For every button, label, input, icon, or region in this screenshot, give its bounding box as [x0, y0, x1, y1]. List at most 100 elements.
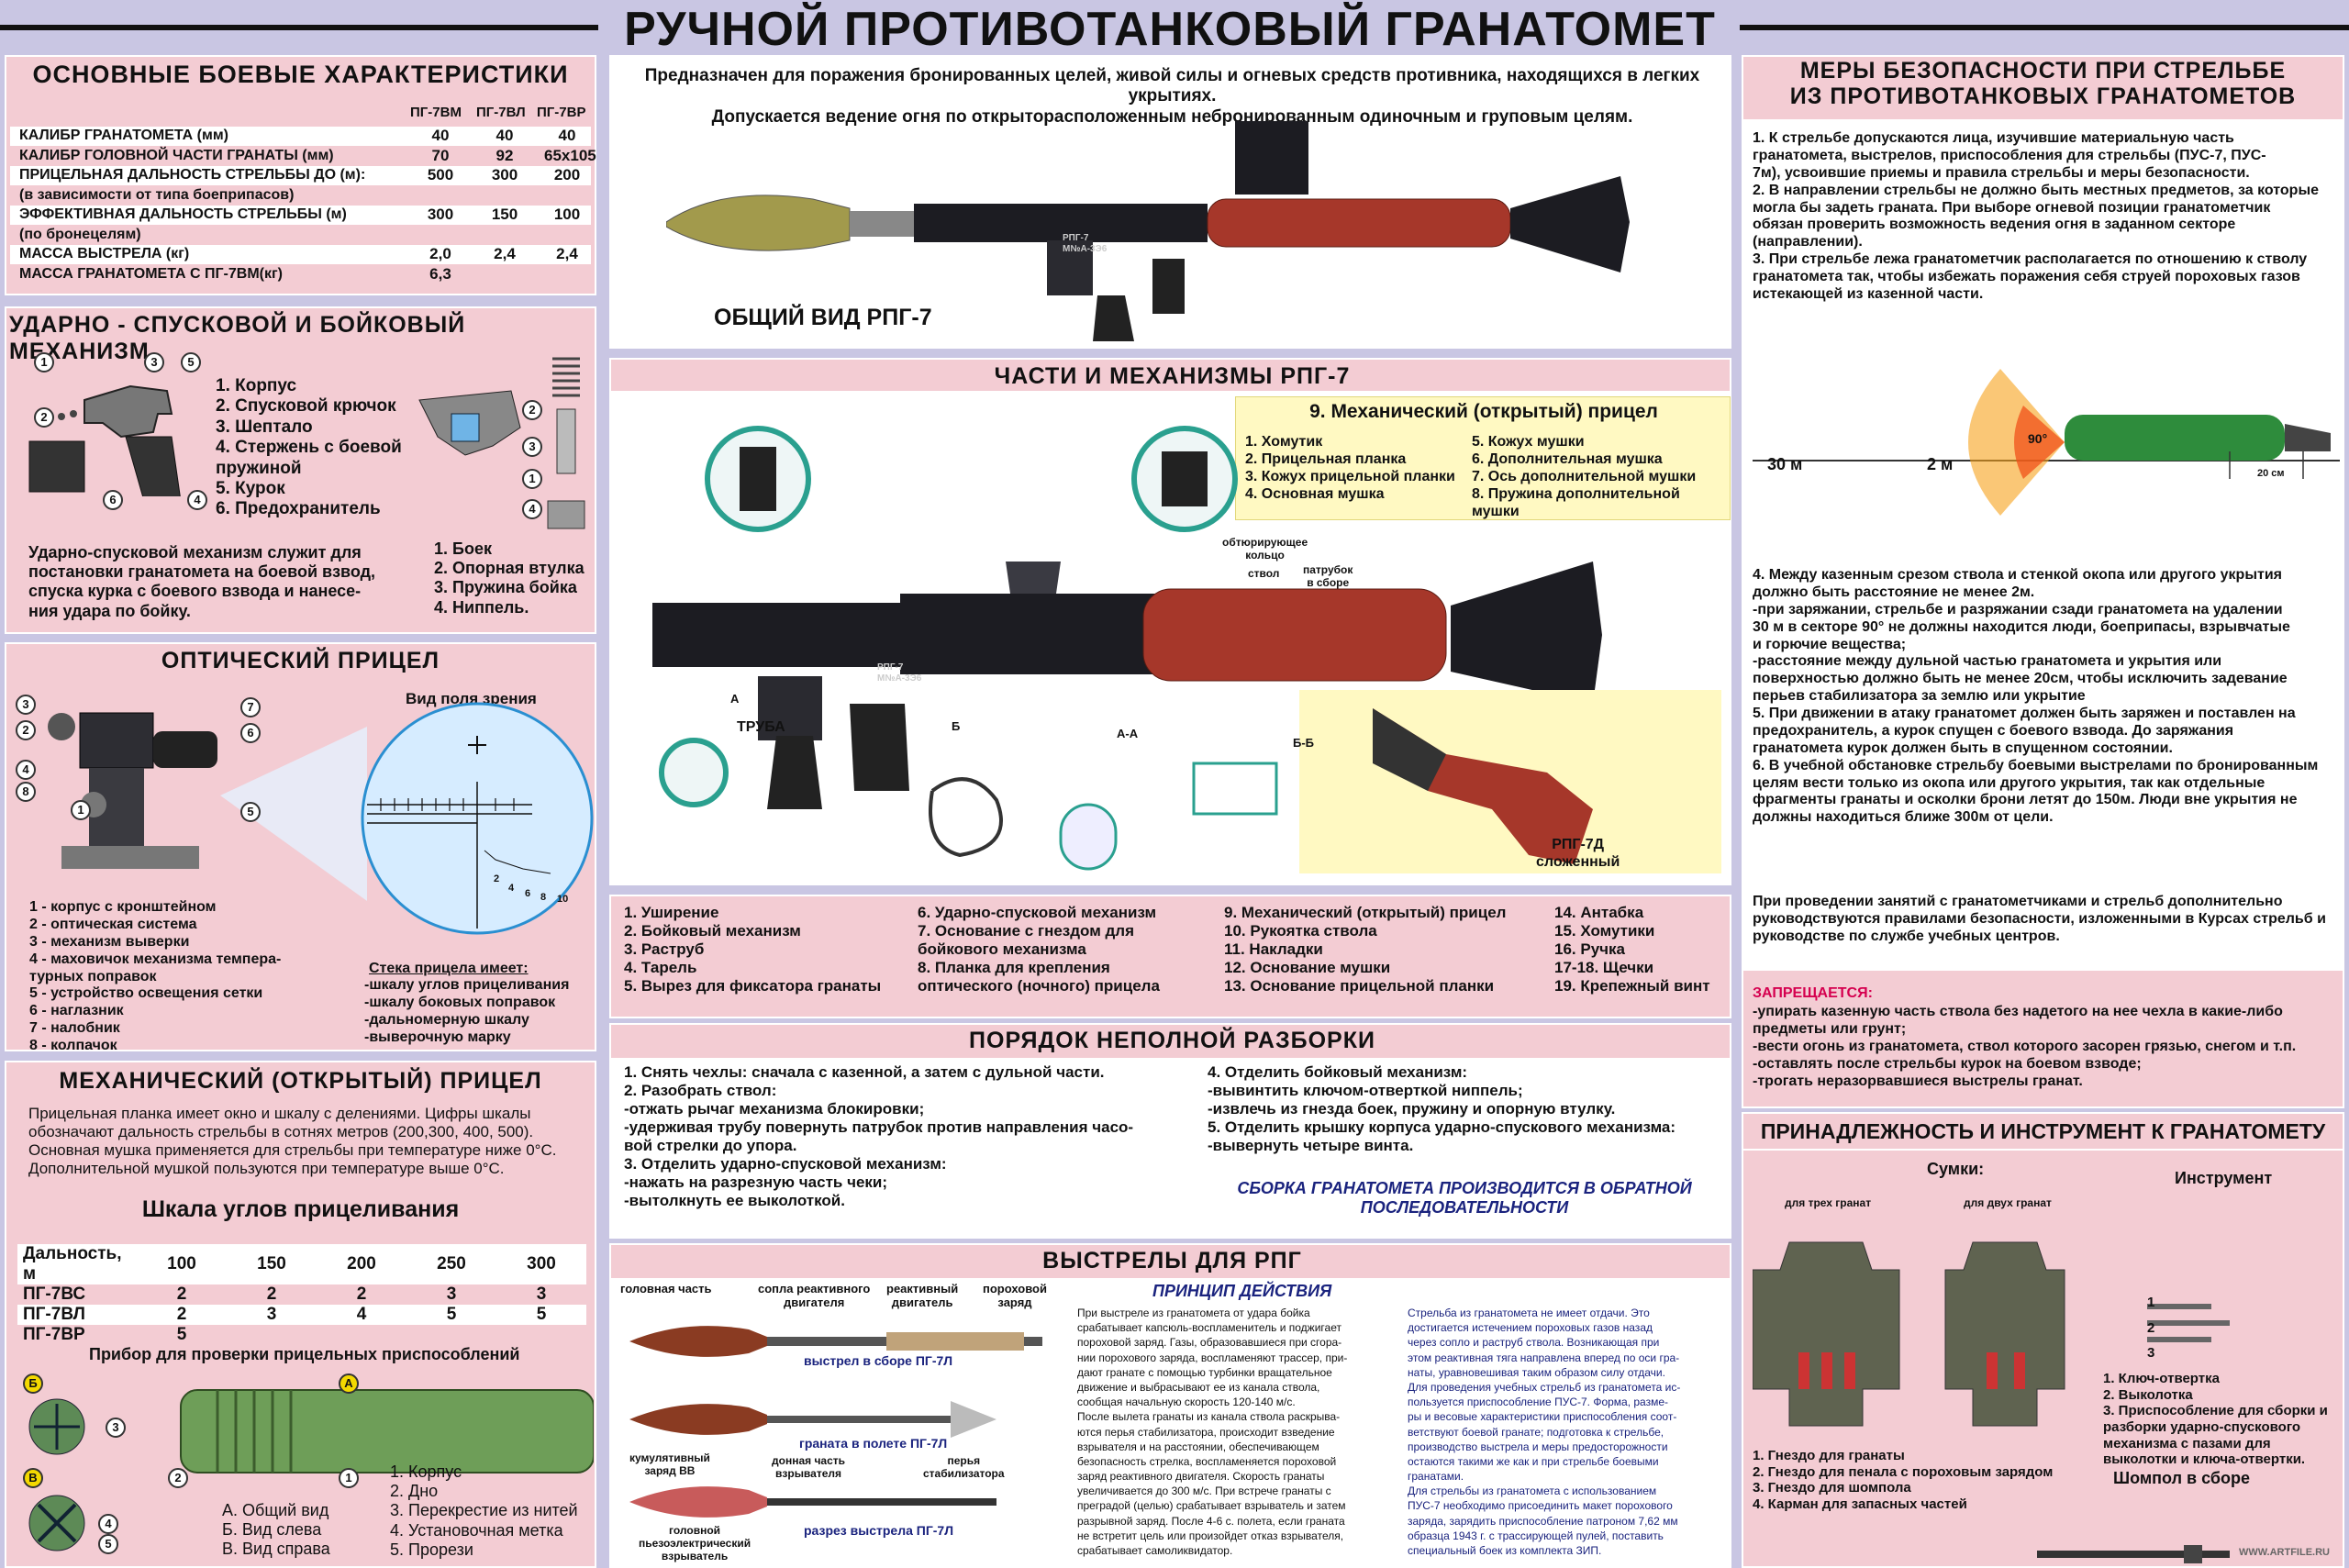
specs-col-3: ПГ-7ВР — [537, 105, 586, 120]
rpg7-stamp-2: РПГ-7 М№А-3Э6 — [877, 662, 922, 684]
optic-panel: ОПТИЧЕСКИЙ ПРИЦЕЛ Вид поля зрения 2 4 6 … — [5, 642, 596, 1053]
specs-row-label: МАССА ГРАНАТОМЕТА С ПГ-7ВМ(кг) — [19, 265, 283, 282]
optic-sight-illustration — [48, 712, 217, 869]
parts-title: ЧАСТИ И МЕХАНИЗМЫ РПГ-7 — [994, 363, 1351, 389]
safety-items-1: 1. К стрельбе допускаются лица, изучивши… — [1753, 130, 2319, 302]
lbl-section-bb: Б-Б — [1293, 736, 1315, 750]
rod-label: Шомпол в сборе — [2113, 1469, 2250, 1487]
specs-row-value: 65x105 — [544, 146, 596, 164]
reticle-list: -шкалу углов прицеливания -шкалу боковых… — [364, 977, 570, 1045]
callout: 3 — [16, 695, 36, 715]
bag-list: 1. Гнездо для гранаты 2. Гнездо для пена… — [1753, 1448, 2054, 1513]
parts-legend-col4: 14. Антабка 15. Хомутики 16. Ручка 17-18… — [1554, 904, 1710, 995]
callout: 4 — [522, 499, 542, 519]
callout: А — [339, 1373, 359, 1394]
callout: 8 — [16, 782, 36, 802]
watermark: WWW.ARTFILE.RU — [2239, 1547, 2330, 1558]
scale-cell: 3 — [266, 1305, 277, 1324]
bag-three-label: для трех гранат — [1785, 1196, 1872, 1209]
title-rule-right — [1740, 25, 2349, 30]
scale-cell: 5 — [536, 1305, 547, 1324]
scale-cell: 200 — [347, 1254, 376, 1273]
specs-row-value: 100 — [553, 206, 581, 223]
scale-cell: 100 — [167, 1254, 196, 1273]
specs-row: (в зависимости от типа боеприпасов) — [10, 186, 591, 206]
trigger-illustration — [28, 384, 181, 496]
callout: 3 — [106, 1418, 126, 1438]
lbl-cut-a: А — [730, 692, 740, 706]
scale-cell: 5 — [446, 1305, 457, 1324]
specs-row: МАССА ГРАНАТОМЕТА С ПГ-7ВМ(кг) 6,3 — [10, 265, 591, 284]
optic-field-of-view — [220, 702, 594, 935]
parts-legend-col3: 9. Механический (открытый) прицел 10. Ру… — [1224, 904, 1507, 995]
tool-index: 2 — [2147, 1320, 2155, 1336]
callout: 4 — [16, 760, 36, 780]
lbl-powder: пороховой заряд — [983, 1282, 1047, 1310]
specs-row-value: 92 — [495, 146, 514, 164]
scale-cell: 2 — [266, 1284, 277, 1304]
tool-list: 1. Ключ-отвертка 2. Выколотка 3. Приспос… — [2103, 1371, 2328, 1468]
specs-row-value: 2,4 — [556, 245, 578, 262]
tools-label: Инструмент — [2175, 1169, 2273, 1187]
accessories-title: ПРИНАДЛЕЖНОСТЬ И ИНСТРУМЕНТ К ГРАНАТОМЕТ… — [1743, 1114, 2343, 1149]
disassembly-steps-right: 4. Отделить бойковый механизм: -вывинтит… — [1208, 1063, 1676, 1155]
striker-parts-list: 1. Боек 2. Опорная втулка 3. Пружина бой… — [434, 539, 584, 617]
trigger-parts-list: 1. Корпус 2. Спусковой крючок 3. Шептало… — [216, 376, 402, 519]
callout: В — [23, 1468, 43, 1488]
optic-title: ОПТИЧЕСКИЙ ПРИЦЕЛ — [161, 648, 440, 673]
callout: 5 — [98, 1534, 118, 1554]
accessories-panel: ПРИНАДЛЕЖНОСТЬ И ИНСТРУМЕНТ К ГРАНАТОМЕТ… — [1742, 1112, 2344, 1568]
parts-illustration — [652, 426, 1721, 873]
forbidden-list: -упирать казенную часть ствола без надет… — [1753, 1004, 2297, 1089]
specs-row-value: 200 — [553, 166, 581, 183]
callout: Б — [23, 1373, 43, 1394]
callout: 2 — [522, 400, 542, 420]
callout: 4 — [98, 1514, 118, 1534]
lbl-cut-b: Б — [952, 719, 961, 733]
lbl-tube: ТРУБА — [737, 719, 785, 735]
specs-row-value: 300 — [491, 166, 518, 183]
page-title: РУЧНОЙ ПРОТИВОТАНКОВЫЙ ГРАНАТОМЕТ — [624, 3, 1716, 56]
specs-row-value: 500 — [427, 166, 454, 183]
specs-row-label: (в зависимости от типа боеприпасов) — [19, 186, 295, 203]
lbl-bottom: донная часть взрывателя — [772, 1454, 846, 1481]
scale-cell: 2 — [176, 1284, 187, 1304]
lbl-rpg7d: РПГ-7Д сложенный — [1536, 837, 1620, 870]
scale-cell — [496, 1325, 586, 1345]
principle-text-1: При выстреле из гранатомета от удара бой… — [1077, 1307, 1348, 1557]
callout: 2 — [16, 720, 36, 740]
safety-dist-2: 2 м — [1927, 455, 1954, 473]
specs-row-label: (по бронецелям) — [19, 226, 141, 242]
shots-title: ВЫСТРЕЛЫ ДЛЯ РПГ — [1042, 1248, 1302, 1273]
specs-row-value: 70 — [431, 146, 450, 164]
scale-cell: 2 — [356, 1284, 367, 1304]
parts-legend-col1: 1. Уширение 2. Бойковый механизм 3. Раст… — [624, 904, 882, 995]
optic-tick: 4 — [508, 883, 515, 894]
specs-row: (по бронецелям) — [10, 226, 591, 245]
specs-row-value: 40 — [558, 127, 576, 144]
cap-shot-assembled: выстрел в сборе ПГ-7Л — [804, 1353, 953, 1368]
scale-cell: 2 — [176, 1305, 187, 1324]
lbl-barrel: ствол — [1248, 567, 1280, 580]
lbl-head: головная часть — [620, 1282, 712, 1296]
specs-row-value: 2,0 — [429, 245, 451, 262]
safety-dist-30: 30 м — [1767, 455, 1803, 473]
specs-title: ОСНОВНЫЕ БОЕВЫЕ ХАРАКТЕРИСТИКИ — [32, 61, 569, 88]
callout: 3 — [144, 352, 164, 373]
mech-sight-panel: МЕХАНИЧЕСКИЙ (ОТКРЫТЫЙ) ПРИЦЕЛ Прицельна… — [5, 1061, 596, 1198]
safety-items-2: 4. Между казенным срезом ствола и стенко… — [1753, 567, 2319, 826]
scale-cell: 300 — [527, 1254, 556, 1273]
specs-row-value: 6,3 — [429, 264, 451, 283]
lbl-jet: сопла реактивного двигателя — [758, 1282, 871, 1310]
callout: 5 — [181, 352, 201, 373]
safety-diagram — [1753, 369, 2340, 516]
callout: 1 — [339, 1468, 359, 1488]
scale-cell: ПГ-7ВС — [23, 1284, 86, 1304]
safety-courses: При проведении занятий с гранатометчикам… — [1753, 894, 2326, 944]
